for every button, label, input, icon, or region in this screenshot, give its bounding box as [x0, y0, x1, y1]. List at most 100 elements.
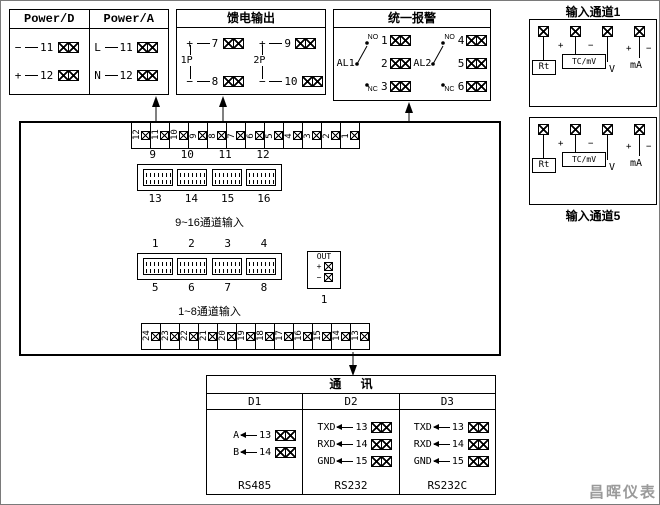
rt-input-label: Rt	[532, 158, 556, 173]
terminal-row: N 12	[93, 66, 169, 84]
v-input-label: V	[609, 162, 616, 173]
pin-header-icon	[246, 258, 277, 275]
channel-number: 10	[180, 148, 194, 161]
left-arrow-icon	[432, 457, 450, 464]
terminal-contact-icon	[381, 455, 393, 467]
terminal-row: −	[316, 273, 333, 282]
signal-label: RXD	[317, 438, 336, 450]
terminal-contact-icon	[381, 438, 393, 450]
connector-9-16-top-numbers: 9 10 11 12	[137, 148, 282, 161]
wire-line	[25, 47, 38, 49]
wire-line	[543, 135, 544, 158]
left-arrow-icon	[336, 440, 354, 447]
terminal-row: + 9	[257, 34, 317, 52]
screw-terminal	[275, 430, 297, 441]
connector-1-8	[137, 253, 282, 280]
bottom-terminal-strip: 24 23 22 21 20 19 18 17 16 15 14 13	[141, 323, 370, 350]
terminal-number: 19	[237, 329, 247, 341]
polarity-sign: −	[316, 273, 322, 282]
terminal-cell: 11	[150, 122, 170, 149]
terminal-contact-icon	[331, 131, 340, 140]
terminal-contact-icon	[293, 131, 302, 140]
terminal-number: 24	[142, 329, 152, 341]
terminal-contact-icon	[323, 262, 333, 271]
comm-standard-label: RS232C	[427, 479, 468, 492]
terminal-cell: 24	[141, 323, 161, 350]
wire-line	[639, 37, 640, 58]
ma-input-label: mA	[630, 60, 643, 71]
wire-line	[196, 80, 210, 82]
terminal-contact-icon	[274, 131, 283, 140]
terminal-contact-icon	[303, 332, 312, 341]
feed-group-label: 2P	[253, 55, 266, 66]
terminal-number: 4	[457, 34, 465, 47]
arrow-to-feed-icon	[219, 96, 227, 121]
wire-line	[104, 47, 118, 49]
left-arrow-icon	[240, 449, 258, 455]
wire-line	[196, 42, 210, 44]
screw-terminal	[57, 69, 79, 81]
relay-contact-icon	[354, 41, 369, 87]
pin-header-icon	[246, 169, 277, 186]
terminal-row: 4	[451, 34, 488, 47]
alarm-group-al1: AL1 NO NC 1 2 3	[337, 32, 411, 98]
terminal-number: 17	[275, 329, 285, 341]
terminal-contact-icon	[236, 131, 245, 140]
channel-number: 4	[260, 237, 268, 250]
out-connector-number: 1	[320, 293, 328, 306]
terminal-contact-icon	[285, 430, 297, 441]
feed-group-label: 1P	[180, 55, 193, 66]
terminal-number: 22	[180, 329, 190, 341]
terminal-contact-icon	[476, 58, 488, 69]
terminal-row: +	[316, 262, 333, 271]
pin-header-icon	[211, 169, 242, 186]
terminal-cell: 22	[179, 323, 199, 350]
input-channel-1-label: 输入通道1	[565, 5, 621, 19]
brand-watermark: 昌晖仪表	[589, 484, 658, 501]
channel-number: 15	[221, 192, 235, 205]
connector-9-16	[137, 164, 282, 191]
screw-terminal	[222, 37, 244, 49]
terminal-contact-icon	[232, 37, 244, 49]
terminal-number: 7	[227, 132, 237, 139]
terminal-cell: 6	[245, 122, 265, 149]
left-arrow-icon	[432, 423, 450, 430]
wire-line	[269, 80, 283, 82]
terminal-contact-icon	[160, 131, 169, 140]
polarity-sign: −	[259, 74, 266, 88]
terminal-contact-icon	[477, 438, 489, 450]
polarity-sign: −	[588, 41, 594, 51]
power-a-section: Power/A L 11 N 12	[89, 10, 169, 94]
signal-label: RXD	[413, 438, 432, 450]
terminal-number: 2	[322, 132, 332, 139]
alarm-group-al2: AL2 NO NC 4 5 6	[413, 32, 488, 98]
polarity-sign: +	[558, 41, 564, 51]
pin-header-icon	[142, 169, 173, 186]
screw-terminal	[371, 438, 393, 450]
terminal-contact-icon	[284, 332, 293, 341]
terminal-cell: 3	[302, 122, 322, 149]
terminal-number: 9	[189, 132, 199, 139]
wire-line	[543, 37, 544, 60]
signal-label: TXD	[413, 421, 432, 433]
screw-terminal	[467, 455, 489, 467]
ma-input-label: mA	[630, 158, 643, 169]
input-channel-1-box: + − + − Rt TC/mV V mA	[529, 19, 657, 107]
channel-number: 14	[184, 192, 198, 205]
terminal-contact-icon	[285, 447, 297, 458]
alarm-group-label: AL1	[336, 58, 355, 69]
terminal-number: 11	[151, 128, 161, 140]
terminal-number: 2	[381, 57, 388, 70]
screw-terminal	[389, 35, 411, 46]
connector-1-8-bottom-numbers: 5 6 7 8	[137, 281, 282, 294]
terminal-number: 5	[265, 132, 275, 139]
feed-output-title: 馈电输出	[177, 10, 325, 28]
nc-contact-label: NC	[444, 86, 455, 93]
terminal-contact-icon	[477, 421, 489, 433]
